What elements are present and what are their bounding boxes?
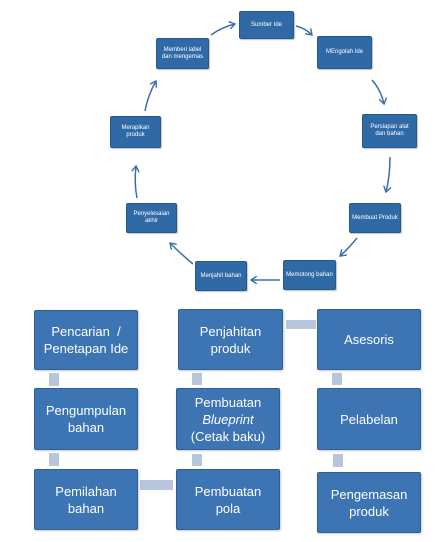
flow-label: Pencarian / Penetapan Ide [43, 324, 129, 356]
flow-label: (Cetak baku) [190, 428, 266, 444]
cycle-label: Membuat Produk [352, 214, 398, 221]
flow-box-pembuatan-blueprint: Pembuatan Blueprint (Cetak baku) [176, 388, 280, 450]
connector-col1-b [49, 453, 59, 466]
cycle-node-persiapan: Persiapan alat dan bahan [362, 114, 417, 148]
cycle-node-mengolah-ide: MEngolah Ide [317, 36, 372, 69]
arrow-sumber-to-mengolah [295, 25, 312, 35]
connector-col2-col3 [286, 320, 316, 329]
connector-col1-col2 [140, 480, 173, 490]
flow-box-pengumpulan-bahan: Pengumpulan bahan [34, 388, 138, 450]
arrow-merapikan-to-memberi [144, 81, 156, 112]
cycle-label: Penyelesaian akhir [133, 211, 170, 224]
connector-col2-a [192, 373, 202, 385]
flow-box-asesoris: Asesoris [317, 309, 421, 370]
flow-label: Pengemasan produk [330, 486, 408, 519]
arrow-memberi-to-sumber [210, 24, 235, 36]
cycle-node-menjahit-bahan: Menjahit bahan [195, 261, 247, 291]
cycle-label: Persiapan alat dan bahan [370, 124, 409, 137]
cycle-label: Memotong bahan [286, 271, 333, 278]
flow-label: Pengumpulan bahan [45, 403, 127, 435]
flow-label: Penjahitan produk [199, 323, 262, 356]
cycle-node-membuat-produk: Membuat Produk [349, 203, 401, 233]
flow-label: Pemilahan bahan [55, 483, 117, 516]
cycle-label: Merapikan produk [121, 125, 150, 138]
flow-box-pelabelan: Pelabelan [317, 388, 421, 450]
flow-label: Pembuatan [194, 394, 262, 410]
flow-label-italic: Blueprint [202, 411, 254, 427]
connector-col2-b [192, 454, 202, 466]
arrow-penyelesaian-to-merapikan [135, 166, 137, 199]
cycle-label: Sumber Ide [250, 21, 283, 28]
cycle-label: Memberi label dan mengemas [161, 46, 204, 60]
arrow-persiapan-to-membuat [386, 156, 390, 192]
flow-box-pembuatan-pola: Pembuatan pola [176, 469, 280, 530]
cycle-node-sumber-ide: Sumber Ide [239, 11, 294, 39]
flow-box-penjahitan-produk: Penjahitan produk [178, 309, 283, 370]
connector-col3-a [332, 373, 342, 385]
flow-label: Pembuatan pola [194, 483, 262, 516]
flow-box-pengemasan-produk: Pengemasan produk [317, 472, 421, 533]
cycle-node-penyelesaian-akhir: Penyelesaian akhir [126, 203, 177, 233]
cycle-node-memberi-label: Memberi label dan mengemas [156, 38, 209, 69]
cycle-label: Menjahit bahan [200, 272, 242, 279]
flow-box-pemilahan-bahan: Pemilahan bahan [34, 469, 138, 530]
flow-label: Pelabelan [340, 411, 398, 427]
cycle-label: MEngolah Ide [325, 49, 364, 55]
connector-col1-a [49, 373, 59, 386]
arrow-mengolah-to-persiapan [371, 79, 384, 104]
flow-box-pencarian-ide: Pencarian / Penetapan Ide [34, 310, 138, 370]
arrow-membuat-to-memotong [340, 237, 358, 256]
arrow-menjahit-to-penyelesaian [170, 243, 194, 265]
cycle-node-memotong-bahan: Memotong bahan [283, 260, 336, 290]
cycle-node-merapikan-produk: Merapikan produk [110, 116, 161, 148]
flow-label: Asesoris [344, 332, 394, 347]
connector-col3-b [333, 454, 343, 467]
